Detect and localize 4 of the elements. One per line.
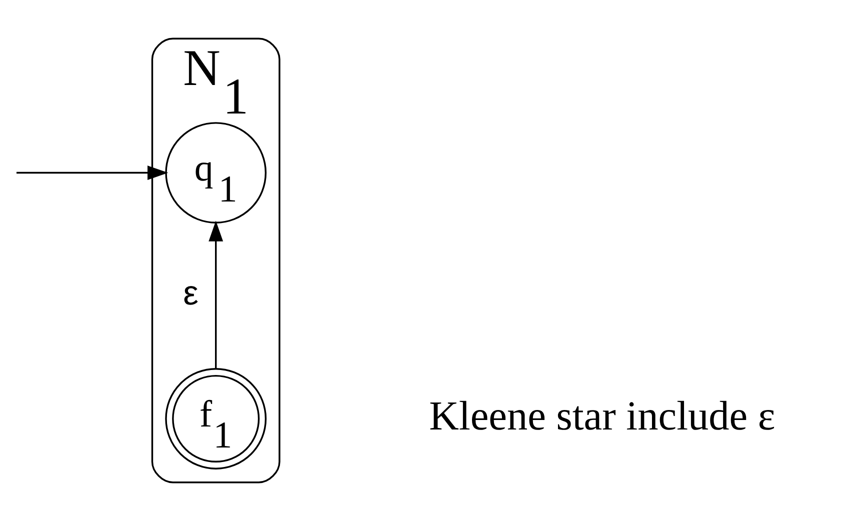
arrow: [208, 220, 224, 369]
arrow: [16, 166, 168, 180]
edge-label: ε: [183, 274, 199, 313]
label: Kleene star include ε: [429, 392, 776, 438]
